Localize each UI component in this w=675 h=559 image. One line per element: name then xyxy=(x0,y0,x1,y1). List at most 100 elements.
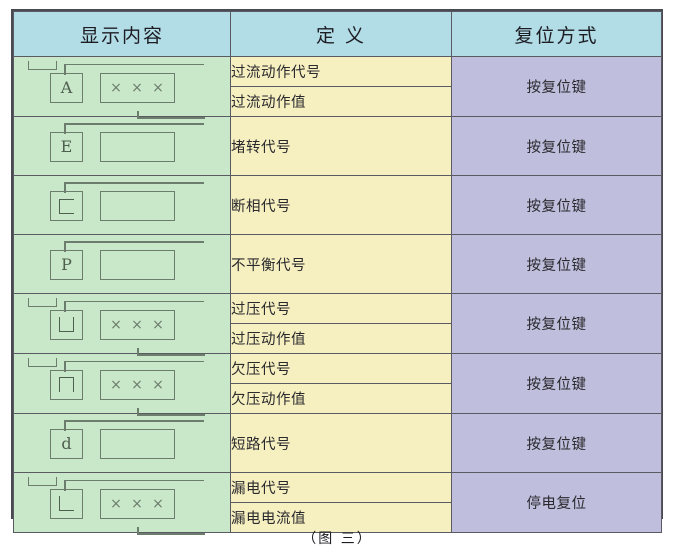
definition-cell: 堵转代号 xyxy=(230,116,452,176)
lcd-digit: × xyxy=(131,79,144,96)
lcd-symbol-diagram: ××× xyxy=(28,297,216,356)
lcd-digit: × xyxy=(152,316,165,333)
lcd-digit: × xyxy=(131,495,144,512)
definition-cell: 短路代号 xyxy=(230,413,452,473)
lcd-code-glyph xyxy=(59,496,74,511)
display-content-cell: P xyxy=(13,234,231,294)
pointer-line-bottom-horizontal xyxy=(137,354,205,356)
lcd-code-box: A xyxy=(50,72,83,103)
pointer-line-top-vertical xyxy=(64,63,66,75)
pointer-line-top-horizontal xyxy=(64,123,204,125)
display-content-cell: × × × xyxy=(13,472,231,535)
lcd-digit: × xyxy=(131,316,144,333)
table-row: A×××过流动作代号按复位键 xyxy=(13,56,662,119)
lcd-symbol-diagram: × × × xyxy=(28,357,216,416)
display-content-cell: d xyxy=(13,413,231,473)
pointer-line-top-vertical xyxy=(64,123,66,134)
pointer-line-top-horizontal xyxy=(64,479,204,481)
display-content-cell: × × × xyxy=(13,353,231,416)
display-content-cell: ××× xyxy=(13,293,231,356)
reset-method-cell: 停电复位 xyxy=(451,472,662,533)
lcd-symbol-diagram: P xyxy=(28,238,216,290)
lcd-code-glyph: E xyxy=(60,137,73,156)
pointer-line-bottom-vertical xyxy=(137,347,139,356)
lcd-code-box xyxy=(50,488,83,519)
display-content-cell: E xyxy=(13,116,231,176)
table-row: P 不平衡代号按复位键 xyxy=(13,234,662,294)
definition-cell: 漏电电流值 xyxy=(230,502,452,533)
lcd-value-box xyxy=(100,191,175,221)
pointer-line-top-vertical xyxy=(64,360,66,372)
pointer-line-top-vertical xyxy=(64,420,66,431)
header-row: 显示内容 定 义 复位方式 xyxy=(13,11,662,57)
lcd-value-box: × × × xyxy=(100,369,175,400)
pointer-line-bottom-horizontal xyxy=(137,414,205,416)
lcd-code-glyph xyxy=(59,198,74,214)
lcd-symbol-diagram xyxy=(28,179,216,231)
lcd-code-glyph: P xyxy=(61,255,72,274)
pointer-line-top-vertical xyxy=(64,479,66,491)
reset-method-cell: 按复位键 xyxy=(451,175,662,235)
definition-cell: 过流动作代号 xyxy=(230,56,452,87)
pointer-tab-bottom xyxy=(28,297,57,307)
lcd-symbol-diagram: A××× xyxy=(28,60,216,119)
figure-caption: （图 三） xyxy=(302,531,373,547)
lcd-digit: × xyxy=(152,79,165,96)
table-row: E 堵转代号按复位键 xyxy=(13,116,662,176)
lcd-value-box: × × × xyxy=(100,488,175,519)
table-header: 显示内容 定 义 复位方式 xyxy=(13,11,662,57)
definition-cell: 漏电代号 xyxy=(230,472,452,503)
lcd-digit: × xyxy=(152,495,165,512)
table-row: 欠压动作值 xyxy=(14,383,662,414)
header-display-content: 显示内容 xyxy=(13,11,231,57)
lcd-value-box xyxy=(100,132,175,162)
lcd-symbol-diagram: × × × xyxy=(28,476,216,535)
lcd-symbol-diagram: d xyxy=(28,417,216,469)
pointer-tab-bottom xyxy=(28,476,57,486)
lcd-digit: × xyxy=(152,376,165,393)
reset-method-cell: 按复位键 xyxy=(451,293,662,354)
reset-method-cell: 按复位键 xyxy=(451,234,662,294)
pointer-line-top-horizontal xyxy=(64,360,204,362)
definition-cell: 过压动作值 xyxy=(230,323,452,354)
lcd-code-box: d xyxy=(50,429,83,459)
table-row: 漏电电流值 xyxy=(14,502,662,533)
lcd-value-box xyxy=(100,250,175,280)
table-row: 过压动作值 xyxy=(14,323,662,354)
table-row: × × × 漏电代号停电复位 xyxy=(13,472,662,535)
reset-method-cell: 按复位键 xyxy=(451,353,662,414)
definition-cell: 过流动作值 xyxy=(230,86,452,117)
lcd-code-box xyxy=(50,191,83,221)
definition-cell: 断相代号 xyxy=(230,175,452,235)
pointer-line-bottom-vertical xyxy=(137,526,139,535)
definition-cell: 欠压动作值 xyxy=(230,383,452,414)
reset-method-cell: 按复位键 xyxy=(451,413,662,473)
lcd-symbol-diagram: E xyxy=(28,120,216,172)
pointer-line-top-vertical xyxy=(64,300,66,312)
header-reset-method: 复位方式 xyxy=(451,11,662,57)
lcd-code-box xyxy=(50,309,83,340)
definition-cell: 过压代号 xyxy=(230,293,452,324)
pointer-tab-bottom xyxy=(28,357,57,367)
pointer-line-top-horizontal xyxy=(64,241,204,243)
lcd-digit: × xyxy=(131,376,144,393)
pointer-line-bottom-vertical xyxy=(137,407,139,416)
pointer-line-top-vertical xyxy=(64,241,66,252)
lcd-digit: × xyxy=(110,376,123,393)
lcd-code-glyph xyxy=(59,317,74,332)
display-content-cell: A××× xyxy=(13,56,231,119)
lcd-digit: × xyxy=(110,495,123,512)
lcd-value-box xyxy=(100,429,175,459)
definition-cell: 欠压代号 xyxy=(230,353,452,384)
reset-method-cell: 按复位键 xyxy=(451,116,662,176)
pointer-line-bottom-vertical xyxy=(137,110,139,119)
pointer-line-top-horizontal xyxy=(64,300,204,302)
table-row: d 短路代号按复位键 xyxy=(13,413,662,473)
pointer-tab-bottom xyxy=(28,60,57,70)
table-row: 断相代号按复位键 xyxy=(13,175,662,235)
definition-cell: 不平衡代号 xyxy=(230,234,452,294)
pointer-line-top-horizontal xyxy=(64,182,204,184)
